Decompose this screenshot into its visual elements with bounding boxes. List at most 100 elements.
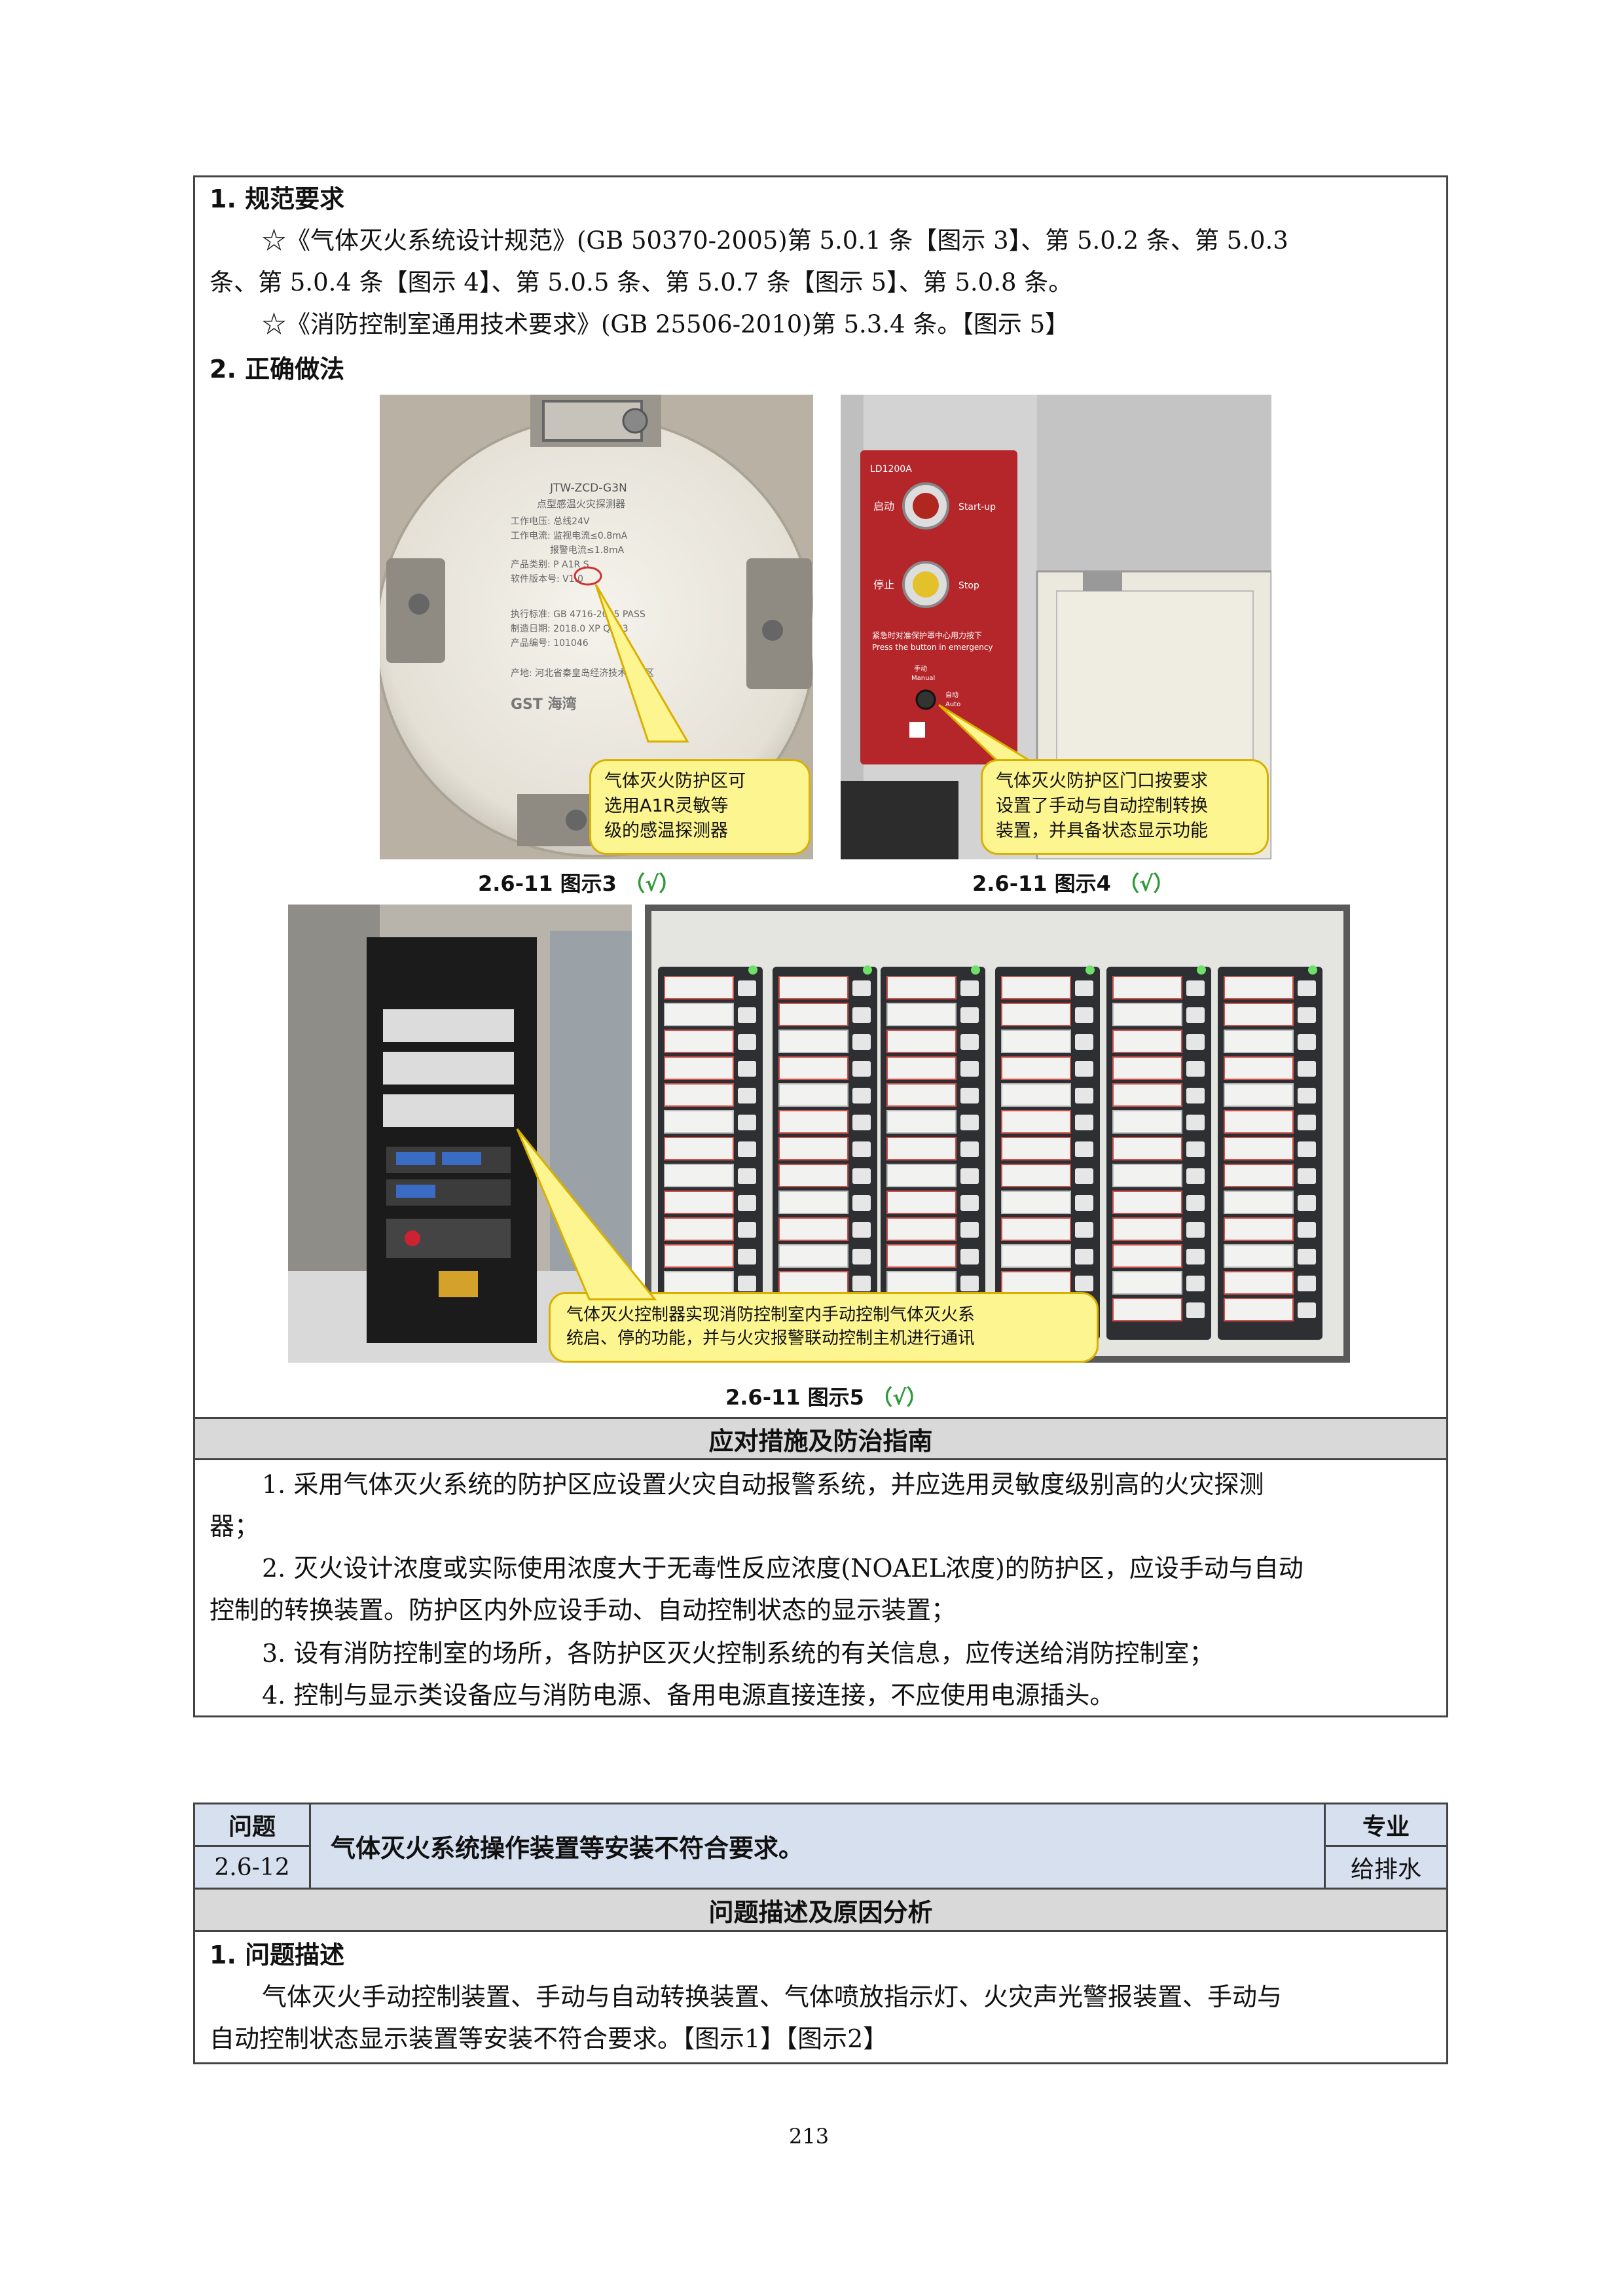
measure-4: 4. 控制与显示类设备应与消防电源、备用电源直接连接，不应使用电源插头。 xyxy=(262,1681,1115,1710)
controller-label-card xyxy=(778,1244,848,1268)
controller-key xyxy=(1075,1276,1093,1291)
controller-key xyxy=(1298,1222,1316,1238)
controller-key xyxy=(1075,1115,1093,1130)
controller-key xyxy=(1298,1007,1316,1023)
controller-key xyxy=(1298,1034,1316,1050)
controller-key xyxy=(1075,1195,1093,1211)
controller-led xyxy=(1197,965,1206,975)
controller-key xyxy=(1075,1034,1093,1050)
controller-key xyxy=(1075,1222,1093,1238)
svg-text:Manual: Manual xyxy=(911,675,935,682)
analysis-box xyxy=(193,1930,1448,2064)
controller-label-card xyxy=(1224,1191,1294,1214)
controller-key xyxy=(1298,1141,1316,1157)
controller-label-card xyxy=(1001,1056,1071,1080)
controller-label-card xyxy=(1001,1083,1071,1107)
controller-key xyxy=(1186,1276,1205,1291)
controller-key xyxy=(960,1034,979,1050)
controller-label-card xyxy=(1001,1003,1071,1026)
controller-key xyxy=(852,1222,871,1238)
description-line-1: 气体灭火手动控制装置、手动与自动转换装置、气体喷放指示灯、火灾声光警报装置、手动… xyxy=(262,1982,1283,2011)
controller-label-card xyxy=(664,1003,734,1026)
spec-line-1: ☆《气体灭火系统设计规范》(GB 50370-2005)第 5.0.1 条【图示… xyxy=(262,226,1288,255)
controller-label-card xyxy=(1224,1056,1294,1080)
controller-key xyxy=(1075,980,1093,996)
svg-text:点型感温火灾探测器: 点型感温火灾探测器 xyxy=(537,498,625,510)
controller-label-card xyxy=(1112,1137,1182,1160)
svg-text:制造日期: 2018.0 XP QC33: 制造日期: 2018.0 XP QC33 xyxy=(511,624,629,634)
controller-label-card xyxy=(1224,1030,1294,1053)
fig3-caption: 2.6-11 图示3 （√） xyxy=(478,867,680,897)
svg-text:紧急时对准保护罩中心用力按下: 紧急时对准保护罩中心用力按下 xyxy=(872,630,982,640)
controller-label-card xyxy=(1112,1271,1182,1295)
controller-key xyxy=(960,1276,979,1291)
svg-text:启动: 启动 xyxy=(873,500,894,512)
controller-key xyxy=(738,1007,756,1023)
controller-key xyxy=(1186,980,1205,996)
controller-label-card xyxy=(664,976,734,999)
analysis-title: 问题描述及原因分析 xyxy=(193,1888,1448,1932)
svg-text:工作电压: 总线24V: 工作电压: 总线24V xyxy=(511,516,590,527)
controller-label-card xyxy=(1001,976,1071,999)
controller-key xyxy=(852,1141,871,1157)
spec-heading: 1. 规范要求 xyxy=(210,185,345,213)
svg-text:工作电流: 监视电流≤0.8mA: 工作电流: 监视电流≤0.8mA xyxy=(511,531,628,541)
fig4-caption-text: 2.6-11 图示4 xyxy=(972,871,1111,896)
controller-key xyxy=(738,1222,756,1238)
controller-key xyxy=(852,1061,871,1077)
controller-led xyxy=(863,965,872,975)
controller-label-card xyxy=(1224,1271,1294,1295)
controller-key xyxy=(1186,1141,1205,1157)
description-line-2: 自动控制状态显示装置等安装不符合要求。【图示1】【图示2】 xyxy=(210,2024,888,2053)
controller-key xyxy=(1298,1061,1316,1077)
controller-key xyxy=(960,1007,979,1023)
svg-text:产地: 河北省秦皇岛经济技术开发区: 产地: 河北省秦皇岛经济技术开发区 xyxy=(511,668,654,679)
svg-text:Auto: Auto xyxy=(945,701,960,708)
controller-label-card xyxy=(664,1164,734,1187)
controller-key xyxy=(1186,1222,1205,1238)
controller-label-card xyxy=(886,1137,957,1160)
controller-illustration xyxy=(645,905,1350,1363)
controller-label-card xyxy=(886,1244,957,1268)
fig5-check: （√） xyxy=(871,1385,928,1410)
controller-key xyxy=(738,1034,756,1050)
controller-led xyxy=(971,965,980,975)
controller-key xyxy=(738,980,756,996)
svg-text:自动: 自动 xyxy=(945,691,958,699)
gas-controller-photo xyxy=(645,905,1350,1363)
correct-practice-heading: 2. 正确做法 xyxy=(210,355,345,384)
controller-label-card xyxy=(886,1271,957,1295)
controller-label-card xyxy=(1001,1217,1071,1241)
controller-label-card xyxy=(778,976,848,999)
major-value: 给排水 xyxy=(1324,1845,1448,1890)
detector-callout: 气体灭火防护区可 选用A1R灵敏等 级的感温探测器 xyxy=(589,759,811,855)
controller-key xyxy=(960,1222,979,1238)
svg-text:产品类别: P A1R S: 产品类别: P A1R S xyxy=(511,560,589,570)
controller-label-card xyxy=(1224,1244,1294,1268)
spec-line-3: ☆《消防控制室通用技术要求》(GB 25506-2010)第 5.3.4 条。【… xyxy=(262,310,1070,338)
fig3-caption-text: 2.6-11 图示3 xyxy=(478,871,617,896)
svg-text:Stop: Stop xyxy=(958,581,979,591)
controller-label-card xyxy=(664,1271,734,1295)
controller-label-card xyxy=(1001,1244,1071,1268)
controller-key xyxy=(960,1168,979,1184)
fig4-check: （√） xyxy=(1118,871,1175,896)
controller-label-card xyxy=(1112,1030,1182,1053)
svg-text:产品编号: 101046: 产品编号: 101046 xyxy=(511,638,589,649)
controller-key xyxy=(1298,1302,1316,1318)
controller-label-card xyxy=(1001,1164,1071,1187)
controller-label-card xyxy=(886,1003,957,1026)
fig4-caption: 2.6-11 图示4 （√） xyxy=(972,867,1174,897)
controller-key xyxy=(1298,1088,1316,1103)
cabinet-photo xyxy=(288,905,632,1363)
controller-key xyxy=(1075,1088,1093,1103)
problem-title-text: 气体灭火系统操作装置等安装不符合要求。 xyxy=(331,1834,804,1863)
controller-label-card xyxy=(1224,976,1294,999)
controller-label-card xyxy=(1112,1217,1182,1241)
controller-key xyxy=(852,1195,871,1211)
measure-2a: 2. 灭火设计浓度或实际使用浓度大于无毒性反应浓度(NOAEL浓度)的防护区，应… xyxy=(262,1554,1304,1583)
controller-label-card xyxy=(886,1191,957,1214)
controller-label-card xyxy=(1001,1271,1071,1295)
svg-text:JTW-ZCD-G3N: JTW-ZCD-G3N xyxy=(549,482,627,495)
controller-label-card xyxy=(778,1110,848,1134)
